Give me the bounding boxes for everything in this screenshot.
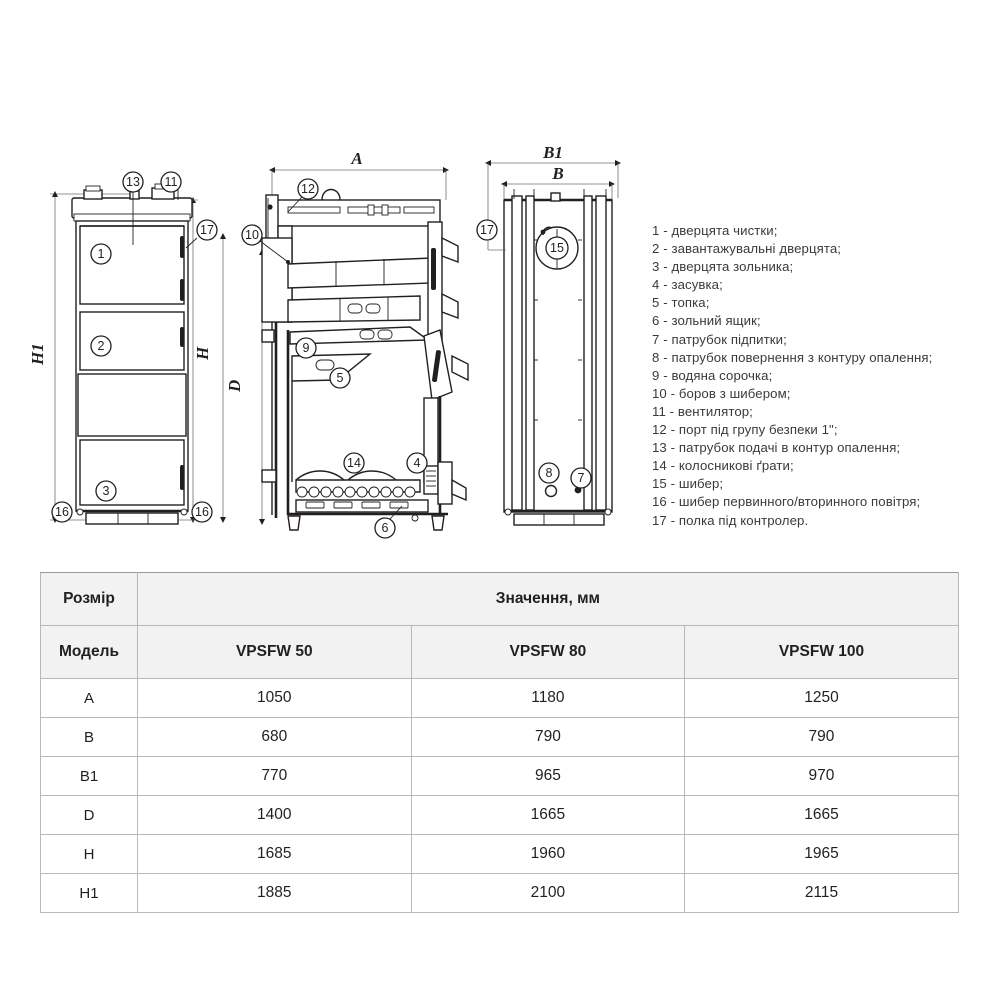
cell-value: 1180 (410, 678, 686, 718)
legend-item: 8 - патрубок повернення з контуру опален… (652, 349, 933, 365)
legend-item: 7 - патрубок підпитки; (652, 331, 787, 347)
callout-17-rear: 17 (480, 223, 494, 237)
table-header-row-2: Модель VPSFW 50 VPSFW 80 VPSFW 100 (40, 625, 959, 679)
cell-value: 680 (137, 717, 412, 757)
dim-label-d: D (225, 380, 244, 393)
legend-item: 4 - засувка; (652, 277, 723, 293)
header-size: Розмір (40, 572, 138, 626)
dim-label-h1: H1 (28, 343, 47, 366)
cell-value: 790 (410, 717, 686, 757)
legend-item: 3 - дверцята зольника; (652, 259, 794, 275)
callout-14: 14 (347, 456, 361, 470)
table-header-row-1: Розмір Значення, мм (40, 572, 959, 626)
cell-value: 2100 (410, 873, 686, 913)
legend-item: 10 - боров з шибером; (652, 385, 791, 401)
legend-item: 11 - вентилятор; (652, 403, 753, 419)
legend-item: 14 - колосникові ґрати; (652, 458, 794, 474)
table-row: H 1685 1960 1965 (40, 834, 959, 874)
callout-8: 8 (546, 466, 553, 480)
table-row: B1 770 965 970 (40, 756, 959, 796)
header-model-vpsfw-80: VPSFW 80 (410, 625, 686, 679)
callout-4: 4 (414, 456, 421, 470)
cell-value: 1960 (410, 834, 686, 874)
legend-item: 12 - порт під групу безпеки 1"; (652, 422, 838, 438)
legend-item: 5 - топка; (652, 295, 710, 311)
callout-11: 11 (165, 175, 178, 189)
legend-item: 6 - зольний ящик; (652, 313, 761, 329)
callout-2: 2 (98, 339, 105, 353)
callout-16-right: 16 (195, 505, 209, 519)
cell-value: 770 (137, 756, 412, 796)
callout-9: 9 (303, 341, 310, 355)
table-row: A 1050 1180 1250 (40, 678, 959, 718)
front-view: 13 11 17 1 2 3 16 (28, 171, 244, 525)
dim-label-b1: B1 (542, 143, 563, 162)
legend-list: 1 - дверцята чистки; 2 - завантажувальні… (652, 222, 982, 530)
callout-12: 12 (301, 182, 315, 196)
callout-6: 6 (382, 521, 389, 535)
callout-7: 7 (578, 471, 585, 485)
row-label: B (40, 717, 138, 757)
legend-item: 17 - полка під контролер. (652, 512, 809, 528)
legend-item: 16 - шибер первинного/вторинного повітря… (652, 494, 921, 510)
header-model-vpsfw-100: VPSFW 100 (684, 625, 959, 679)
rear-view: B1 B (476, 143, 621, 526)
dim-label-h: H (193, 346, 212, 361)
callout-10: 10 (245, 228, 259, 242)
legend-item: 1 - дверцята чистки; (652, 223, 778, 238)
dim-label-a: A (350, 149, 362, 168)
callout-13: 13 (126, 175, 140, 189)
cell-value: 1400 (137, 795, 412, 835)
row-label: A (40, 678, 138, 718)
callout-16-left: 16 (55, 505, 69, 519)
cell-value: 790 (684, 717, 959, 757)
cell-value: 1665 (684, 795, 959, 835)
legend-item: 15 - шибер; (652, 476, 724, 492)
drawings-region: 13 11 17 1 2 3 16 (28, 143, 621, 539)
legend-item: 2 - завантажувальні дверцята; (652, 241, 842, 257)
specification-table: Розмір Значення, мм Модель VPSFW 50 VPSF… (40, 572, 959, 913)
header-model: Модель (40, 625, 138, 679)
header-model-vpsfw-50: VPSFW 50 (137, 625, 412, 679)
cell-value: 970 (684, 756, 959, 796)
callout-3: 3 (103, 484, 110, 498)
cell-value: 1885 (137, 873, 412, 913)
header-values: Значення, мм (137, 572, 959, 626)
callout-5: 5 (337, 371, 344, 385)
row-label: H (40, 834, 138, 874)
table-row: B 680 790 790 (40, 717, 959, 757)
legend-item: 13 - патрубок подачі в контур опалення; (652, 440, 901, 456)
table-row: H1 1885 2100 2115 (40, 873, 959, 913)
legend-item: 9 - водяна сорочка; (652, 367, 773, 383)
dim-label-b: B (551, 164, 563, 183)
row-label: D (40, 795, 138, 835)
callout-15: 15 (550, 241, 564, 255)
boiler-drawings-svg: 13 11 17 1 2 3 16 (28, 143, 621, 539)
table-row: D 1400 1665 1665 (40, 795, 959, 835)
callout-17-front: 17 (200, 223, 214, 237)
cell-value: 1250 (684, 678, 959, 718)
callout-1: 1 (98, 247, 105, 261)
cell-value: 1665 (410, 795, 686, 835)
cell-value: 2115 (684, 873, 959, 913)
cell-value: 1965 (684, 834, 959, 874)
specification-table-wrap: Розмір Значення, мм Модель VPSFW 50 VPSF… (40, 572, 959, 913)
cell-value: 1685 (137, 834, 412, 874)
row-label: B1 (40, 756, 138, 796)
cell-value: 1050 (137, 678, 412, 718)
row-label: H1 (40, 873, 138, 913)
cell-value: 965 (410, 756, 686, 796)
side-section-view: A (241, 149, 469, 539)
